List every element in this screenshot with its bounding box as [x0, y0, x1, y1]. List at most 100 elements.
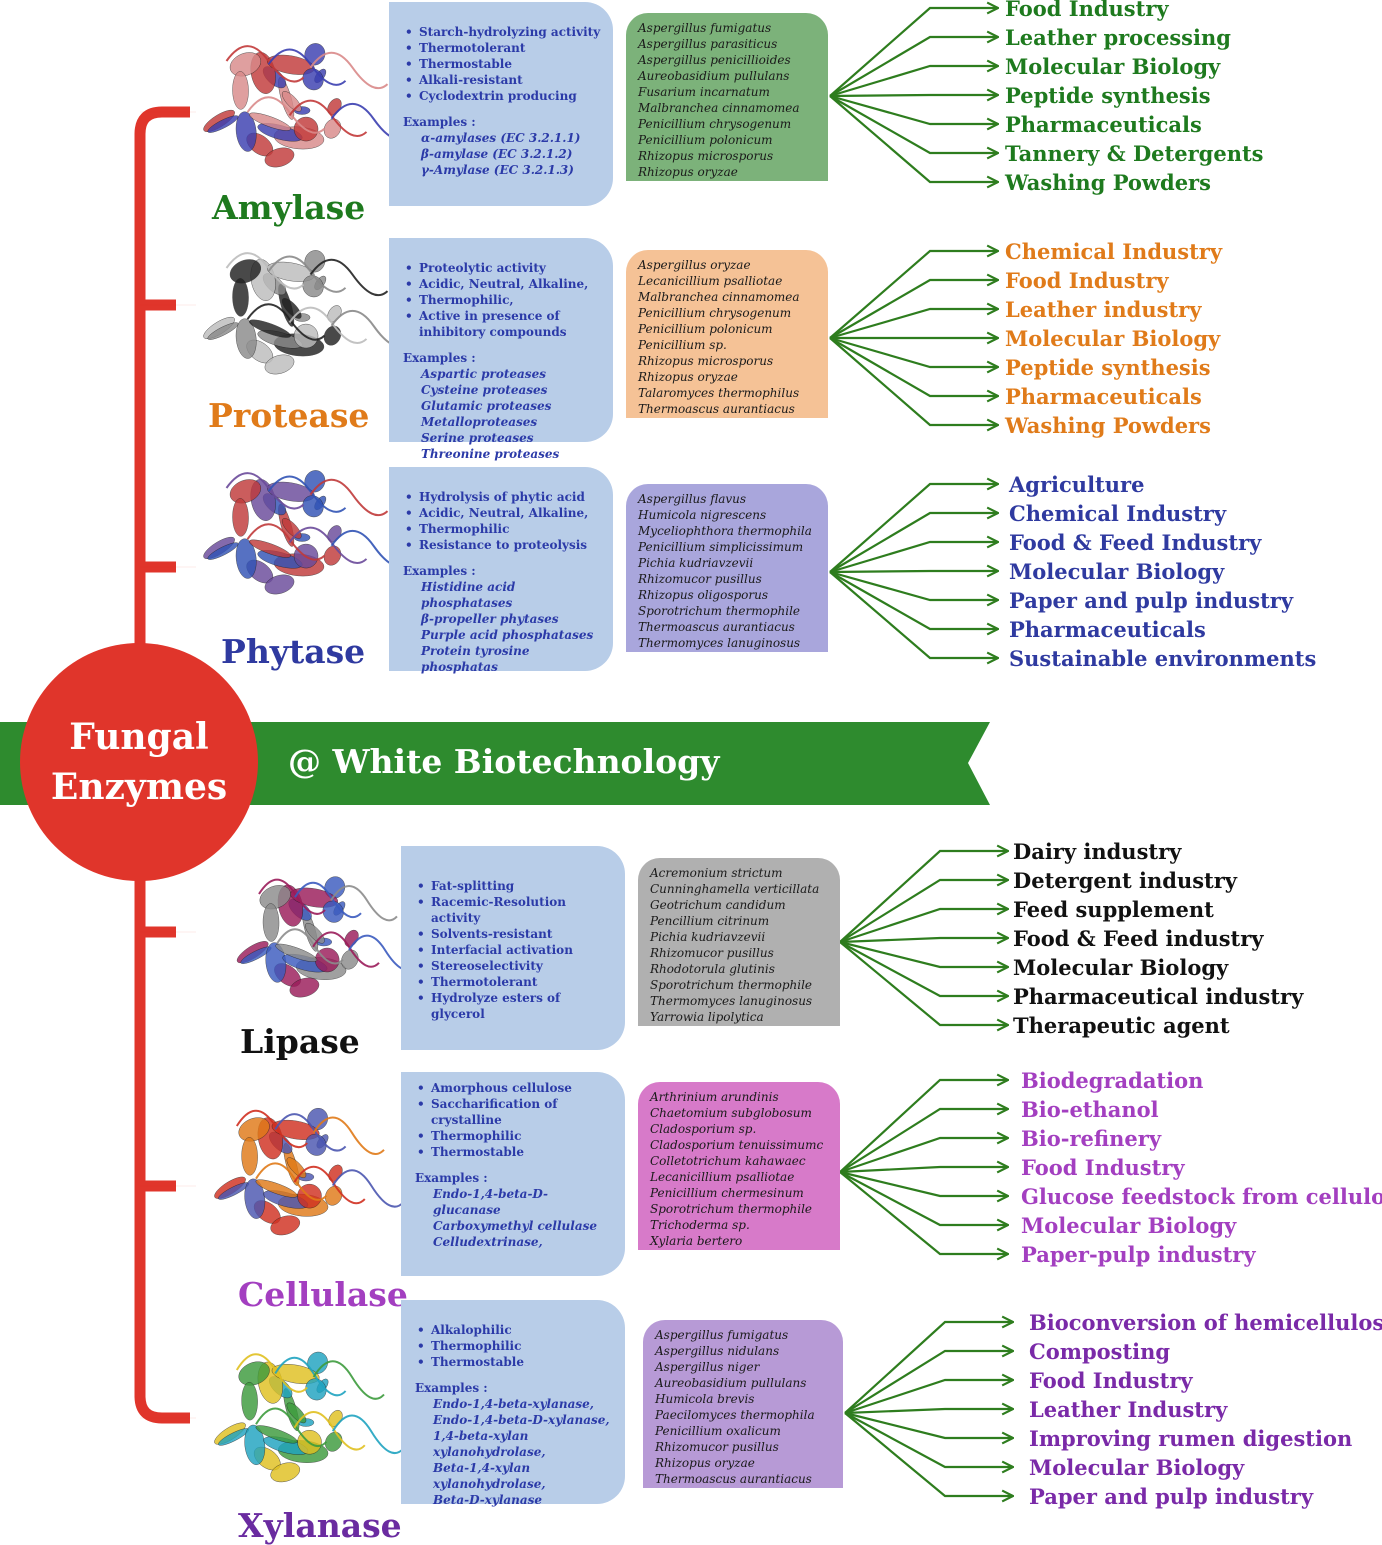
organism-name: Malbranchea cinnamomea — [638, 290, 800, 304]
organism-name: Thermomyces lanuginosus — [650, 994, 813, 1008]
helix-ribbon — [241, 1137, 258, 1176]
cellulase-properties-box: Amorphous celluloseSaccharification of c… — [401, 1072, 625, 1276]
application-arrow — [844, 1322, 1013, 1414]
organism-name: Penicillium chrysogenum — [638, 306, 792, 320]
organism-name: Thermoascus aurantiacus — [655, 1472, 812, 1486]
helix-ribbon — [255, 1425, 298, 1444]
organism-name: Cladosporium tenuissimumc — [650, 1138, 824, 1152]
helix-ribbon — [259, 885, 291, 910]
application-item: Food Industry — [1005, 0, 1169, 21]
amylase-structure-illustration — [203, 43, 410, 168]
organism-name: Rhizopus oligosporus — [638, 588, 769, 602]
property-item: Thermostable — [405, 56, 603, 72]
application-item: Leather industry — [1005, 297, 1202, 322]
application-arrow — [829, 95, 998, 182]
application-item: Molecular Biology — [1009, 559, 1225, 584]
phytase-properties-box: Hydrolysis of phytic acidAcidic, Neutral… — [389, 467, 613, 674]
application-arrow — [839, 1080, 1008, 1173]
organism-name: Penicillium polonicum — [638, 322, 773, 336]
application-item: Agriculture — [1009, 472, 1145, 497]
helix-ribbon — [229, 479, 262, 504]
application-arrow — [829, 309, 998, 340]
helix-ribbon — [264, 147, 295, 168]
example-item: Carboxymethyl cellulase — [433, 1219, 597, 1233]
application-arrow — [829, 337, 998, 396]
example-item: β-propeller phytases — [421, 612, 559, 626]
helix-ribbon — [238, 1117, 270, 1142]
property-item: Resistance to proteolysis — [405, 537, 603, 553]
cellulase-name: Cellulase — [238, 1275, 408, 1314]
application-arrow — [839, 941, 1008, 996]
examples-label: Examples : — [415, 1171, 488, 1185]
amylase-name: Amylase — [212, 188, 366, 227]
organism-name: Rhizopus microsporus — [638, 354, 774, 368]
example-item: Threonine proteases — [421, 447, 560, 461]
organism-name: Acremonium strictum — [650, 866, 783, 880]
helix-ribbon — [244, 1424, 266, 1466]
loop-coil — [293, 1165, 366, 1205]
property-item: Proteolytic activity — [405, 260, 603, 276]
example-item: Protein tyrosine phosphatas — [421, 644, 530, 674]
organism-name: Rhizomucor pusillus — [638, 572, 762, 586]
loop-coil — [288, 99, 368, 137]
property-item: Interfacial activation — [417, 942, 615, 958]
application-arrow — [844, 1351, 1013, 1414]
property-list: Hydrolysis of phytic acidAcidic, Neutral… — [403, 489, 603, 553]
property-item: Thermotolerant — [417, 974, 615, 990]
loop-coil — [246, 523, 326, 561]
helix-ribbon — [275, 943, 318, 962]
example-item: β-amylase (EC 3.2.1.2) — [421, 147, 573, 161]
helix-ribbon — [262, 903, 280, 942]
cellulase-structure-illustration — [214, 1108, 404, 1236]
property-item: Starch-hydrolyzing activity — [405, 24, 603, 40]
hub-title-line1: Fungal — [69, 716, 209, 758]
examples-label: Examples : — [415, 1381, 488, 1395]
application-arrow — [839, 938, 1008, 942]
loop-coil — [225, 45, 305, 83]
application-arrow — [829, 37, 998, 97]
protease-name: Protease — [208, 396, 370, 435]
application-item: Chemical Industry — [1009, 501, 1227, 526]
application-arrow — [839, 1138, 1008, 1174]
application-arrow — [844, 1380, 1013, 1415]
application-item: Washing Powders — [1005, 413, 1211, 438]
lipase-properties-box: Fat-splittingRacemic-Resolution activity… — [401, 846, 625, 1050]
helix-ribbon — [271, 1364, 320, 1385]
application-arrow — [839, 851, 1008, 943]
organism-name: Geotrichum candidum — [650, 898, 786, 912]
helix-ribbon — [207, 322, 239, 340]
organism-name: Rhodotorula glutinis — [650, 962, 775, 976]
helix-ribbon — [289, 977, 320, 998]
loop-coil — [331, 1414, 404, 1454]
helix-ribbon — [264, 574, 295, 595]
loop-coil — [235, 1353, 308, 1393]
helix-ribbon — [271, 1119, 320, 1140]
organism-name: Aspergillus fumigatus — [655, 1328, 789, 1342]
organism-name: Sporotrichum thermophile — [650, 978, 813, 992]
amylase-properties-box: Starch-hydrolyzing activityThermotoleran… — [389, 2, 613, 206]
loop-coil — [288, 526, 368, 564]
application-item: Molecular Biology — [1029, 1455, 1245, 1480]
loop-coil — [330, 885, 398, 922]
application-arrow — [839, 941, 1008, 1025]
organism-name: Aspergillus parasiticus — [638, 37, 778, 51]
loop-coil — [312, 931, 380, 968]
helix-ribbon — [229, 52, 262, 77]
application-arrow — [829, 542, 998, 574]
helix-ribbon — [235, 318, 257, 359]
application-arrow — [844, 1412, 1013, 1496]
organism-name: Yarrowia lipolytica — [650, 1010, 764, 1024]
application-item: Paper and pulp industry — [1009, 588, 1294, 613]
property-item: Thermostable — [417, 1354, 615, 1370]
organism-name: Aspergillus penicillioides — [638, 53, 791, 67]
example-item: Endo-1,4-beta-D-xylanase, — [433, 1413, 610, 1427]
loop-coil — [309, 258, 389, 297]
organism-name: Aspergillus oryzae — [638, 258, 751, 272]
property-item: Cyclodextrin producing — [405, 88, 603, 104]
example-item: Metalloproteases — [421, 415, 538, 429]
organism-name: Humicola nigrescens — [638, 508, 767, 522]
application-arrow — [844, 1409, 1013, 1413]
